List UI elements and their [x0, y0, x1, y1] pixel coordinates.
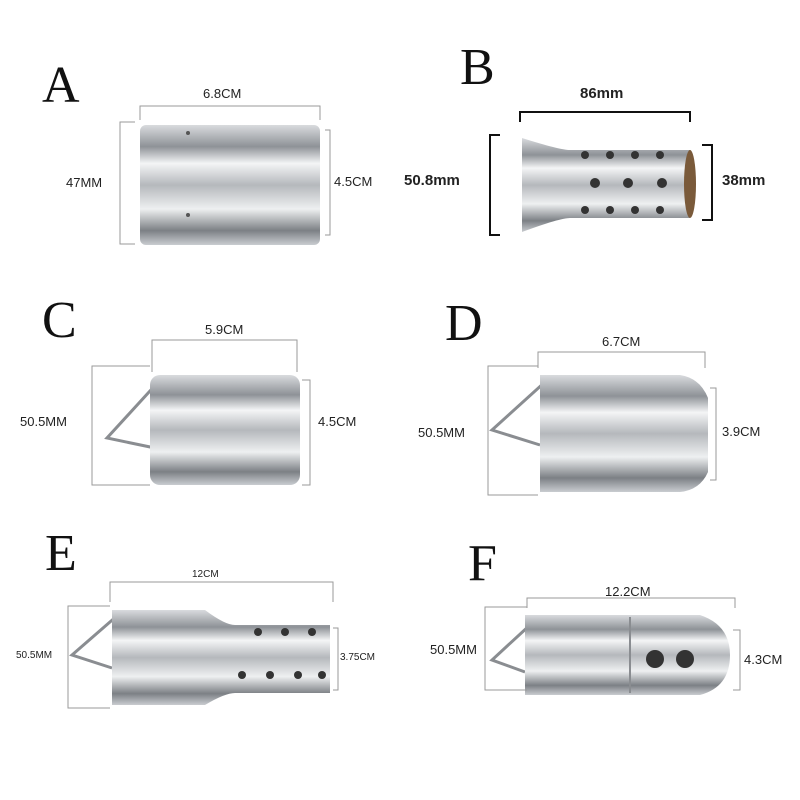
length-label-e: 12CM [192, 569, 219, 580]
panel-letter-d: D [445, 295, 483, 352]
silencer-d-image [489, 375, 708, 492]
diameter-left-label-a: 47MM [66, 175, 103, 190]
length-label-a: 6.8CM [203, 86, 242, 101]
diameter-left-label-b: 50.8mm [404, 172, 460, 189]
silencer-c-image [104, 375, 300, 485]
panel-letter-a: A [42, 57, 80, 114]
diameter-right-label-b: 38mm [722, 172, 766, 189]
panel-letter-f: F [468, 535, 497, 592]
dimension-lines-e [67, 581, 339, 709]
diameter-right-label-f: 4.3CM [744, 652, 783, 667]
diameter-left-label-e: 50.5MM [16, 650, 53, 661]
length-label-d: 6.7CM [602, 334, 641, 349]
panel-letter-e: E [45, 525, 77, 582]
panel-letter-b: B [460, 39, 495, 96]
diameter-right-label-a: 4.5CM [334, 174, 373, 189]
length-label-c: 5.9CM [205, 322, 244, 337]
silencer-e-image [69, 610, 330, 705]
diameter-left-label-d: 50.5MM [418, 425, 465, 440]
diameter-left-label-c: 50.5MM [20, 414, 67, 429]
dimension-lines-b [489, 111, 713, 236]
diameter-left-label-f: 50.5MM [430, 642, 477, 657]
dimension-lines-f [484, 597, 741, 691]
length-label-b: 86mm [580, 85, 624, 102]
silencer-f-image [489, 615, 730, 695]
dimension-lines-a [119, 105, 331, 245]
diameter-right-label-d: 3.9CM [722, 424, 761, 439]
silencer-b-image [522, 138, 696, 232]
dimension-lines-c [91, 339, 311, 486]
dimension-lines-d [487, 351, 717, 496]
panel-letter-c: C [42, 292, 77, 349]
silencer-a-image [140, 125, 320, 245]
diameter-right-label-e: 3.75CM [340, 652, 376, 663]
length-label-f: 12.2CM [605, 584, 651, 599]
diameter-right-label-c: 4.5CM [318, 414, 357, 429]
